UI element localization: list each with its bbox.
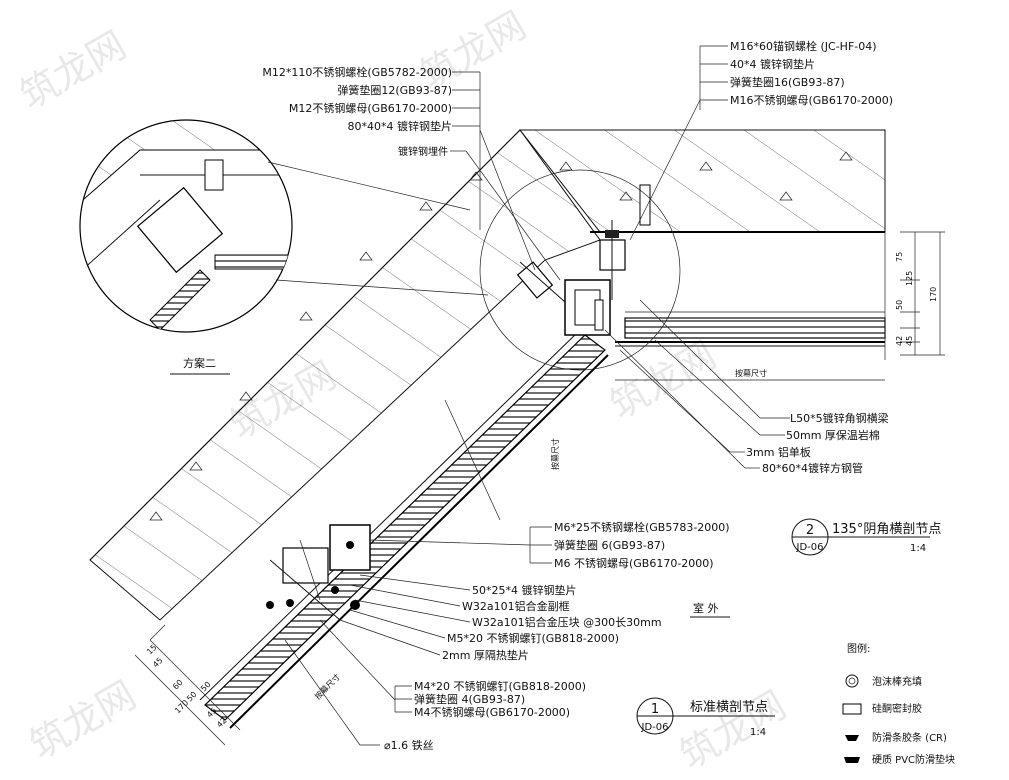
label-steel-washer-80: 80*40*4 镀锌钢垫片 [348, 119, 453, 133]
label-m5-screw: M5*20 不锈钢螺钉(GB818-2000) [447, 632, 619, 645]
legend-rubber-strip: 防滑条胶条 (CR) [872, 731, 947, 744]
label-spring-washer-6: 弹簧垫圈 6(GB93-87) [554, 538, 665, 552]
label-m12-nut: M12不锈钢螺母(GB6170-2000) [289, 102, 452, 115]
leaders-top-left [450, 71, 561, 281]
title-block-2 [791, 518, 930, 556]
dim-b-45: 45 [151, 656, 165, 670]
diagonal-panel [199, 329, 609, 729]
label-thermal-pad: 2mm 厚隔热垫片 [442, 648, 529, 662]
title-1-ref: JD-06 [641, 722, 669, 733]
label-rock-wool: 50mm 厚保温岩棉 [786, 428, 880, 442]
dim-125: 125 [905, 271, 914, 286]
dim-b-15: 15 [145, 643, 159, 657]
label-square-tube: 80*60*4镀锌方钢管 [762, 461, 863, 475]
label-wire: ⌀1.6 铁丝 [384, 739, 434, 752]
outdoor-label: 室 外 [693, 601, 719, 615]
leaders-mid-right [604, 299, 790, 469]
callout-leader-2 [267, 161, 471, 211]
dimension-diagonal [134, 399, 501, 746]
corner-bracket [516, 184, 651, 336]
dim-note-diag-1: 按幕尺寸 [550, 438, 560, 470]
dim-note-diag-2: 按幕尺寸 [312, 672, 342, 702]
title-2-number: 2 [806, 523, 814, 538]
concrete-wall-diagonal [89, 129, 601, 621]
label-spring-washer-4: 弹簧垫圈 4(GB93-87) [414, 692, 525, 706]
watermark-6: 筑龙网 [673, 683, 794, 778]
leaders-top-right [629, 45, 728, 241]
title-1-number: 1 [651, 702, 659, 717]
label-m16-nut: M16不锈钢螺母(GB6170-2000) [730, 94, 893, 107]
title-2-scale: 1:4 [910, 543, 926, 554]
dim-45: 45 [905, 336, 914, 346]
title-1-scale: 1:4 [750, 727, 766, 738]
title-2-ref: JD-06 [796, 542, 824, 553]
label-spring-washer-12: 弹簧垫圈12(GB93-87) [337, 83, 452, 97]
label-m6-bolt: M6*25不锈钢螺栓(GB5783-2000) [554, 520, 730, 534]
label-alu-panel: 3mm 铝单板 [746, 445, 811, 459]
label-m4-screw: M4*20 不锈钢螺钉(GB818-2000) [414, 680, 586, 693]
legend-foam-rod: 泡沫棒充填 [872, 675, 922, 688]
legend-icons [842, 674, 862, 763]
sealant-icon [842, 703, 862, 715]
label-m16-anchor: M16*60锚钢螺栓 (JC-HF-04) [730, 39, 877, 53]
leaders-lower [284, 526, 552, 746]
dim-note-top: 按幕尺寸 [735, 368, 767, 378]
pvc-pad-icon [844, 757, 860, 763]
dimension-vertical [884, 231, 945, 360]
callout-leader-1 [275, 279, 489, 296]
callout-circle [479, 169, 681, 371]
lower-bracket [266, 524, 371, 621]
plan-2-label: 方案二 [183, 356, 216, 370]
horizontal-panel [590, 231, 886, 347]
legend-pvc-pad: 硬质 PVC防滑垫块 [872, 753, 955, 766]
watermark-5: 筑龙网 [23, 673, 144, 768]
dim-75: 75 [895, 252, 904, 262]
legend-sealant: 硅酮密封胶 [872, 702, 922, 715]
watermark-1: 筑龙网 [13, 23, 134, 118]
dim-b-50a: 50 [185, 690, 199, 704]
title-1-text: 标准横剖节点 [690, 700, 768, 715]
dim-42: 42 [895, 336, 904, 346]
dim-b-60: 60 [171, 678, 185, 692]
label-steel-washer-50: 50*25*4 镀锌钢垫片 [472, 583, 577, 597]
dim-50: 50 [895, 300, 904, 310]
label-angle-beam: L50*5镀锌角钢横梁 [790, 411, 889, 425]
dim-170: 170 [929, 287, 938, 302]
label-embed-steel: 镀锌钢埋件 [398, 145, 448, 158]
label-spring-washer-16: 弹簧垫圈16(GB93-87) [730, 75, 845, 89]
detail-circle [79, 119, 293, 333]
concrete-aggregate [149, 151, 853, 521]
title-block-1 [636, 697, 775, 735]
label-m6-nut: M6 不锈钢螺母(GB6170-2000) [554, 557, 714, 570]
foam-rod-icon [845, 674, 859, 688]
label-alu-clamp: W32a101铝合金压块 @300长30mm [472, 615, 662, 629]
legend-heading: 图例: [847, 642, 870, 655]
label-alu-subframe: W32a101铝合金副框 [462, 599, 570, 613]
label-steel-washer-40: 40*4 镀锌钢垫片 [730, 57, 815, 71]
label-m12-bolt: M12*110不锈钢螺栓(GB5782-2000) [262, 65, 452, 79]
rubber-strip-icon [845, 735, 859, 741]
label-m4-nut: M4不锈钢螺母(GB6170-2000) [414, 706, 570, 719]
title-2-text: 135°阴角横剖节点 [832, 522, 941, 537]
